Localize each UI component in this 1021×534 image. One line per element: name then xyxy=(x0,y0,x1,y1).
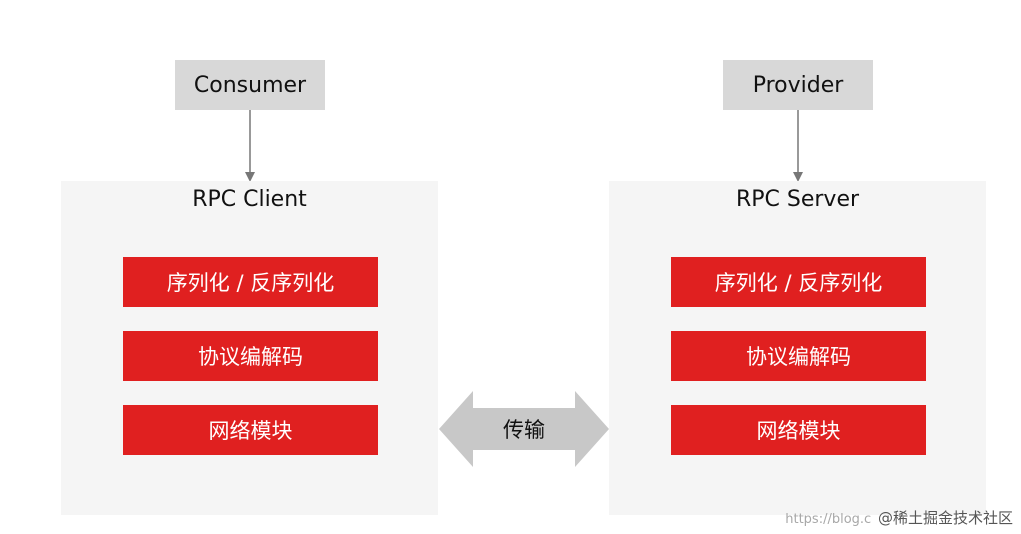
transport-double-arrow xyxy=(439,391,609,467)
transport-label-wrap: 传输 xyxy=(439,391,609,467)
client-protocol-codec-layer: 协议编解码 xyxy=(123,331,378,381)
watermark: https://blog.c @稀土掘金技术社区 xyxy=(785,507,1013,528)
server-serialization-layer: 序列化 / 反序列化 xyxy=(671,257,926,307)
server-network-layer: 网络模块 xyxy=(671,405,926,455)
watermark-text: @稀土掘金技术社区 xyxy=(877,509,1013,527)
watermark-url: https://blog.c xyxy=(785,512,872,527)
rpc-server-panel: RPC Server 序列化 / 反序列化 协议编解码 网络模块 xyxy=(609,181,986,515)
consumer-label: Consumer xyxy=(193,72,307,98)
rpc-client-title: RPC Client xyxy=(192,187,307,212)
transport-label: 传输 xyxy=(503,418,545,442)
rpc-server-title: RPC Server xyxy=(735,187,860,212)
client-serialization-layer: 序列化 / 反序列化 xyxy=(123,257,378,307)
client-network-layer: 网络模块 xyxy=(123,405,378,455)
provider-label: Provider xyxy=(752,72,844,98)
provider-to-server-arrow xyxy=(793,110,803,182)
rpc-client-panel: RPC Client 序列化 / 反序列化 协议编解码 网络模块 xyxy=(61,181,438,515)
consumer-to-client-arrow xyxy=(245,110,255,182)
server-protocol-codec-layer: 协议编解码 xyxy=(671,331,926,381)
provider-box: Provider xyxy=(723,60,873,110)
consumer-box: Consumer xyxy=(175,60,325,110)
